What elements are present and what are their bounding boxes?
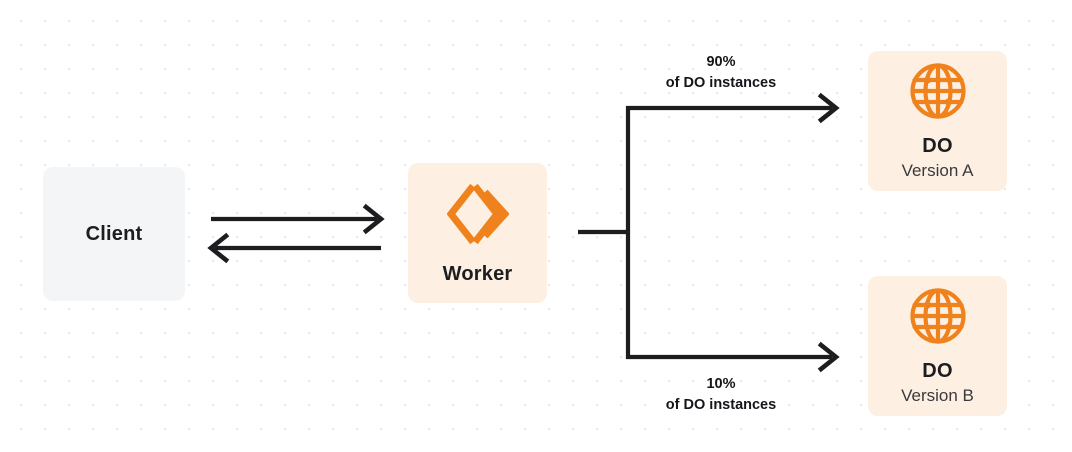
edge-label-percent: 90% [706,54,736,70]
globe-icon [908,286,968,346]
node-worker-label: Worker [442,262,513,285]
edge-label-percent: 10% [706,376,736,392]
arrow-worker-to-do-b [626,341,840,373]
node-do-b-label: DO [922,360,953,382]
node-do-version-b[interactable]: DO Version B [868,276,1007,416]
node-client-label: Client [85,222,143,245]
branch-connector-worker [578,106,631,359]
edge-label-description: of DO instances [665,396,777,413]
arrow-worker-to-do-a [626,92,840,124]
node-do-version-a[interactable]: DO Version A [868,51,1007,191]
node-client[interactable]: Client [43,167,185,301]
edge-label-worker-to-do-b: 10% of DO instances [627,374,815,415]
node-do-a-sublabel: Version A [901,161,974,180]
node-do-a-label: DO [922,135,953,157]
edge-label-description: of DO instances [665,74,777,91]
node-worker[interactable]: Worker [408,163,547,303]
globe-icon [908,61,968,121]
arrow-worker-to-client [207,232,381,264]
arrow-client-to-worker [211,203,385,235]
node-do-b-sublabel: Version B [901,386,974,405]
cloudflare-workers-icon [446,181,510,247]
edge-label-worker-to-do-a: 90% of DO instances [627,52,815,93]
